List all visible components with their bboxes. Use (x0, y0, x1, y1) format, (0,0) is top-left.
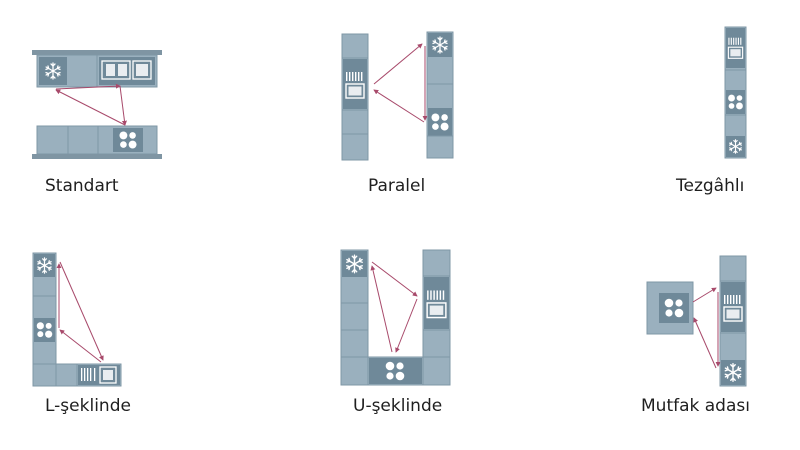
counter-top (32, 154, 162, 159)
layout-mutfak-adasi (646, 255, 747, 387)
layout-label-l-seklinde: L-şeklinde (45, 396, 131, 416)
sink-icon (81, 366, 117, 384)
work-triangle (56, 261, 104, 363)
work-triangle (692, 287, 721, 369)
stove-cabinet (726, 90, 745, 114)
work-triangle (55, 83, 127, 126)
layout-u-seklinde (340, 249, 451, 386)
sink-icon (101, 60, 131, 80)
layout-standart (32, 50, 162, 159)
stove-cabinet (659, 293, 689, 323)
layout-l-seklinde (32, 252, 122, 387)
work-triangle (373, 43, 428, 123)
layout-label-u-seklinde: U-şeklinde (353, 396, 443, 416)
layout-tezgahli (724, 26, 747, 159)
counter-top (32, 50, 162, 55)
stove-cabinet (428, 108, 452, 136)
stove-cabinet (113, 128, 143, 152)
stove-cabinet (369, 358, 422, 384)
layout-label-standart: Standart (45, 176, 119, 196)
stove-cabinet (34, 318, 55, 342)
layout-paralel (341, 31, 454, 161)
layout-label-mutfak-adasi: Mutfak adası (641, 396, 750, 416)
work-triangle (370, 261, 418, 353)
layout-label-paralel: Paralel (368, 176, 426, 196)
layout-label-tezgahli: Tezgâhlı (676, 176, 745, 196)
